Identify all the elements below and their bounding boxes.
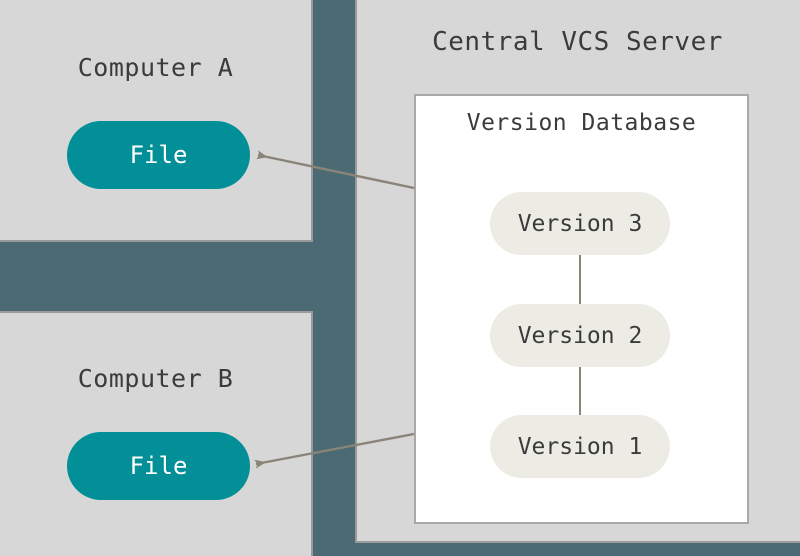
version-node-2[interactable]: Version 2: [490, 304, 670, 367]
computer-a-title: Computer A: [77, 53, 234, 82]
central-vcs-server-title: Central VCS Server: [432, 27, 723, 57]
computer-a-file-node[interactable]: File: [67, 121, 250, 189]
version-node-1[interactable]: Version 1: [490, 415, 670, 478]
version-database-title: Version Database: [466, 110, 697, 136]
computer-b-file-node[interactable]: File: [67, 432, 250, 500]
computer-b-title: Computer B: [77, 364, 234, 393]
version-node-3[interactable]: Version 3: [490, 192, 670, 255]
